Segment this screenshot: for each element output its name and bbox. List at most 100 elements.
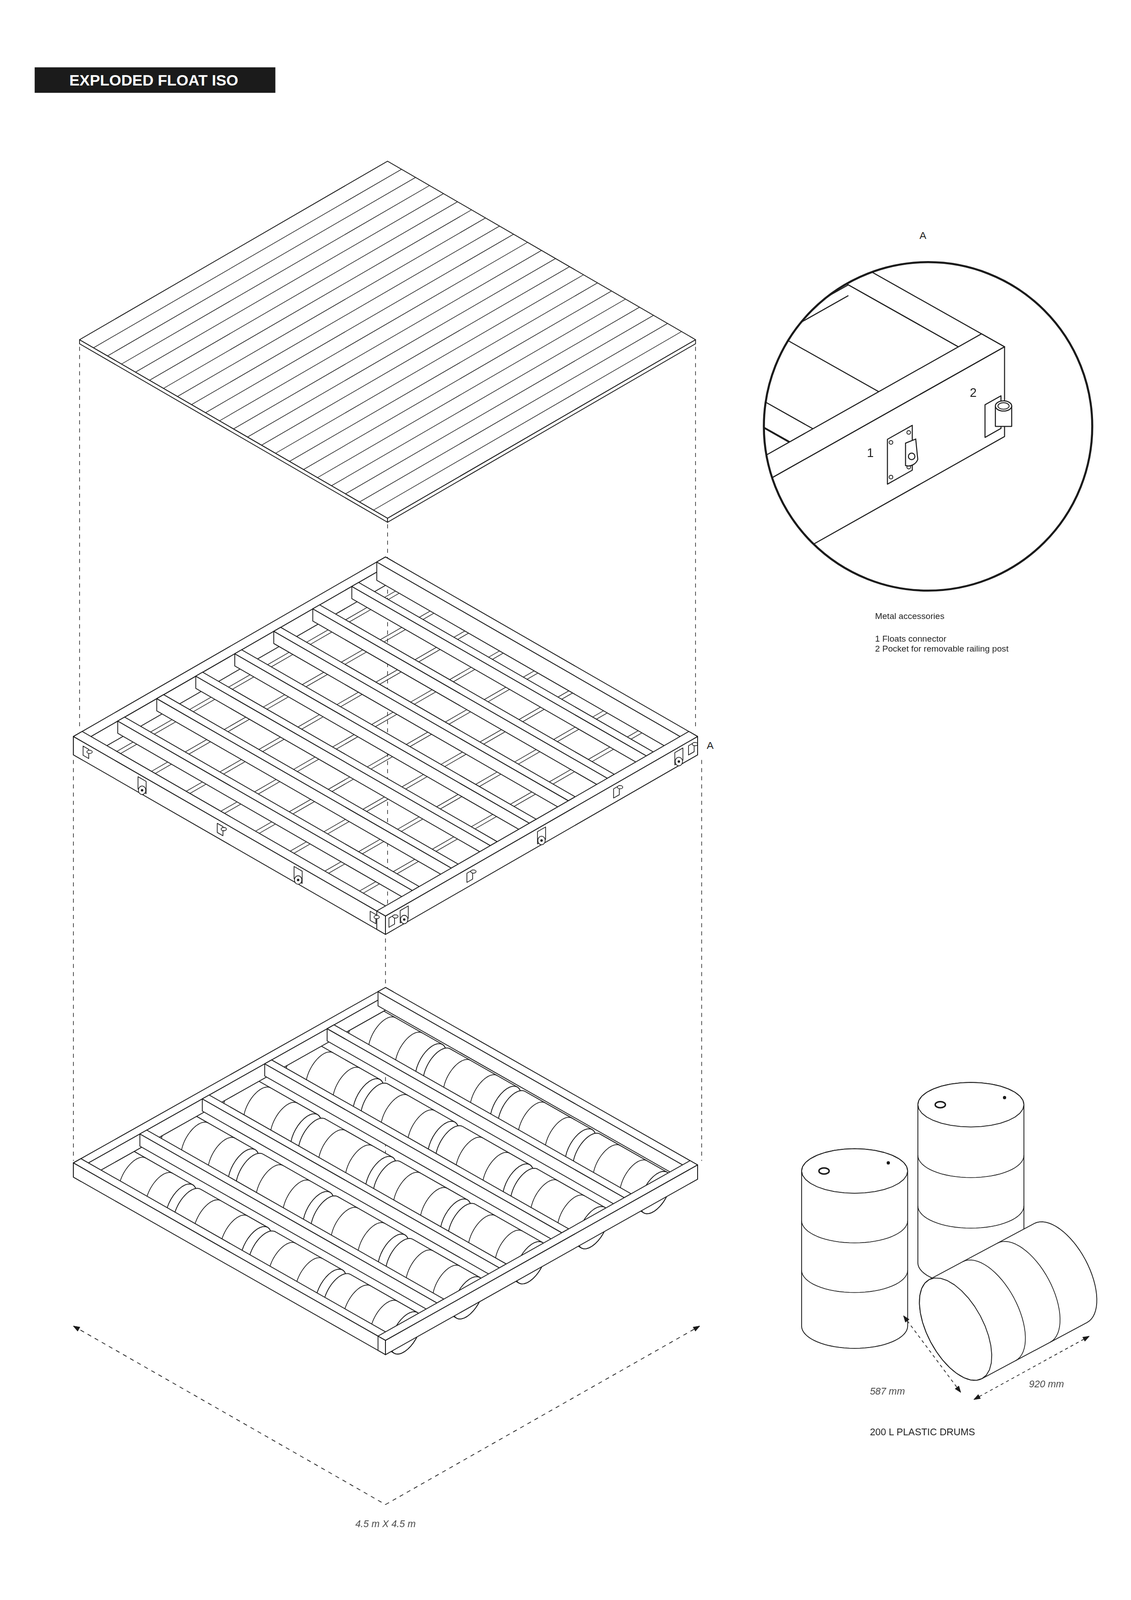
- frame-rim: [385, 736, 698, 935]
- connector-lug: [138, 785, 146, 795]
- dimension-line: [974, 1335, 1090, 1400]
- deck-plank: [247, 258, 556, 438]
- deck-plank: [275, 274, 584, 454]
- float-frame-beam: [139, 1129, 444, 1303]
- pocket-tube: [86, 750, 93, 754]
- float-frame-beam: [202, 1094, 507, 1268]
- frame-rim: [73, 731, 395, 916]
- note-item: 1 Floats connector: [874, 634, 948, 645]
- connector-lug: [294, 875, 302, 884]
- deck-plank: [163, 209, 472, 389]
- float-frame-rim: [73, 987, 393, 1167]
- drum-hoop: [917, 1154, 1024, 1178]
- connector-hole: [540, 839, 543, 842]
- connector-lug: [400, 915, 408, 924]
- frame-rim: [376, 731, 698, 916]
- frame-joist: [156, 698, 452, 881]
- guide-line: [701, 759, 702, 1161]
- drum-hoop: [801, 1269, 908, 1293]
- float-frame-rim: [73, 1162, 386, 1355]
- drum-hoop: [997, 1241, 1060, 1343]
- float-frame-rim: [385, 1164, 698, 1355]
- detail-reference: A: [918, 229, 928, 242]
- pocket-tube: [995, 400, 1012, 412]
- connector-hole: [296, 878, 300, 881]
- detail-reference: A: [705, 739, 715, 751]
- dimension-arrow: [955, 1385, 961, 1393]
- pocket-tube: [470, 869, 477, 874]
- detail-view: [582, 216, 1012, 597]
- plastic-drum: [919, 1221, 1097, 1380]
- drum-bung: [935, 1101, 946, 1108]
- drum-bung: [1002, 1095, 1007, 1099]
- detail-circle: [763, 261, 1093, 591]
- dimension-line: [385, 1325, 700, 1505]
- deck-plank: [219, 242, 528, 421]
- deck-plank: [317, 299, 626, 478]
- dimension-arrow: [1082, 1335, 1089, 1341]
- guide-line: [79, 346, 80, 731]
- connector-lug: [674, 757, 683, 766]
- drum-end: [917, 1082, 1024, 1127]
- deck-plank: [359, 323, 668, 503]
- connector-hole: [140, 788, 143, 792]
- connector-hole: [677, 760, 680, 763]
- pocket-tube: [617, 785, 623, 789]
- deck-plank: [345, 315, 654, 495]
- drum-end: [919, 1277, 992, 1380]
- frame-joist: [582, 311, 837, 455]
- deck-plank: [177, 218, 486, 397]
- guide-line: [73, 759, 74, 1161]
- connector-hole: [908, 452, 915, 460]
- pocket-tube: [221, 827, 227, 831]
- drum-hoop: [917, 1205, 1024, 1228]
- dimension-label: 4.5 m X 4.5 m: [354, 1518, 417, 1531]
- deck-plank: [261, 266, 570, 446]
- deck-plank: [303, 290, 612, 470]
- float-frame-rim: [378, 1160, 698, 1341]
- dimension-line: [903, 1315, 961, 1393]
- connector-lug: [537, 836, 546, 845]
- deck-plank: [289, 282, 598, 462]
- drum-group: [801, 1082, 1098, 1380]
- dimension-arrow: [903, 1315, 909, 1322]
- drum-bung: [886, 1160, 890, 1165]
- note-item: 2 Pocket for removable railing post: [874, 644, 1010, 655]
- pocket-tube: [392, 914, 399, 918]
- connector-lug: [905, 438, 918, 466]
- dimension-arrow: [974, 1394, 981, 1400]
- plastic-drum: [801, 1148, 908, 1349]
- deck-plank: [373, 331, 682, 511]
- callout-number: 2: [969, 386, 979, 401]
- drum-hoop: [801, 1220, 908, 1243]
- deck-plank: [107, 177, 416, 357]
- float-frame-rim: [73, 1158, 393, 1341]
- bolt-hole: [888, 440, 893, 445]
- drum-caption: 200 L PLASTIC DRUMS: [869, 1426, 977, 1439]
- deck-plank: [149, 201, 458, 381]
- connector-hole: [403, 917, 406, 921]
- frame-rim: [73, 736, 386, 935]
- pocket-tube: [374, 915, 380, 919]
- dimension-arrow: [693, 1325, 700, 1331]
- bolt-hole: [888, 475, 893, 479]
- pocket-tube: [692, 742, 698, 746]
- dimension-label: 587 mm: [869, 1386, 907, 1398]
- bolt-hole: [907, 430, 911, 435]
- dimension-label: 920 mm: [1027, 1378, 1065, 1391]
- float-frame-beam: [327, 1024, 632, 1198]
- deck-plank: [121, 185, 430, 365]
- dimension-arrow: [73, 1325, 80, 1331]
- deck-plank: [191, 226, 500, 405]
- title-bar: EXPLODED FLOAT ISO: [34, 67, 276, 93]
- deck-plank: [233, 250, 542, 429]
- deck-plank: [331, 307, 640, 486]
- drum-bung: [818, 1167, 830, 1174]
- dimension-line: [73, 1325, 386, 1505]
- sheet-title: EXPLODED FLOAT ISO: [69, 71, 238, 89]
- pocket-tube: [997, 402, 1010, 409]
- deck-plank: [205, 234, 514, 414]
- float-frame-rim: [80, 991, 394, 1182]
